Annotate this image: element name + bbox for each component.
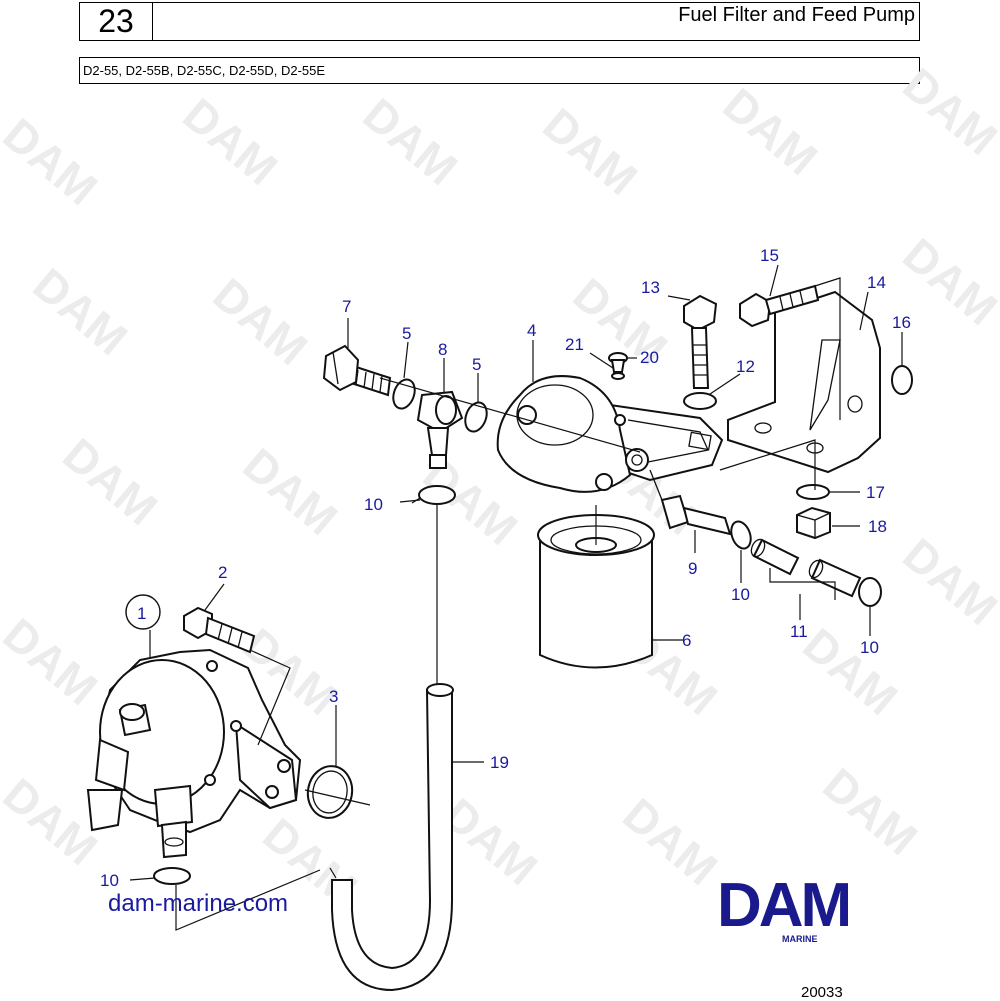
bolt-part-15: [739, 284, 820, 328]
filter-cartridge-part-6: [537, 505, 655, 669]
banjo-bolt-part-7: [322, 344, 392, 397]
feed-pump-part-1: [86, 648, 302, 859]
model-list: D2-55, D2-55B, D2-55C, D2-55D, D2-55E: [79, 57, 920, 84]
fuel-hose-part-19: [329, 505, 454, 992]
callout-10b: 10: [731, 585, 750, 604]
callout-circle: [125, 594, 161, 630]
callout-16: 16: [892, 313, 911, 332]
callout-10a: 10: [364, 495, 383, 514]
callout-10c: 10: [860, 638, 879, 657]
bracket-part-14: [727, 290, 881, 474]
callout-20: 20: [640, 348, 659, 367]
watermark-text: DAM: [204, 268, 318, 375]
callout-18: 18: [868, 517, 887, 536]
callout-10d: 10: [100, 871, 119, 890]
callout-14: 14: [867, 273, 886, 292]
watermark-text: DAM: [234, 438, 348, 545]
watermark-text: DAM: [354, 88, 468, 195]
hose-part-11: [750, 538, 862, 600]
watermark-text: DAM: [534, 98, 648, 205]
callout-1: 1: [137, 604, 146, 623]
washer-part-17: [796, 484, 830, 500]
callout-12: 12: [736, 357, 755, 376]
watermark-text: DAM: [24, 258, 138, 365]
callout-numbers: 1 2 3 4 5 5 6 7 8 9 10 10 10 10 11 12 13…: [100, 246, 911, 890]
nut-part-18: [796, 506, 831, 540]
watermark-text: DAM: [894, 58, 1000, 165]
logo-subtitle: MARINE: [782, 934, 818, 944]
callout-9: 9: [688, 559, 697, 578]
callout-4: 4: [527, 321, 536, 340]
callout-2: 2: [218, 563, 227, 582]
diagram-code: 20033: [801, 984, 843, 1001]
watermark-text: DAM: [0, 608, 107, 715]
website-link[interactable]: dam-marine.com: [108, 890, 289, 917]
callout-5a: 5: [402, 324, 411, 343]
callout-11: 11: [790, 622, 808, 641]
watermark-text: DAM: [714, 78, 828, 185]
watermark-text: DAM: [54, 428, 168, 535]
callout-3: 3: [329, 687, 338, 706]
header-box: 23 Fuel Filter and Feed Pump: [79, 2, 920, 41]
callout-19: 19: [490, 753, 509, 772]
hose-clamp-part-10: [153, 867, 191, 885]
washer-part-16: [891, 365, 913, 395]
watermark-text: DAM: [814, 758, 928, 865]
banjo-fitting-part-8: [416, 390, 464, 469]
callout-5b: 5: [472, 355, 481, 374]
page-number: 23: [80, 3, 153, 40]
callout-6: 6: [682, 631, 691, 650]
nipple-part-9: [649, 469, 732, 536]
callout-21: 21: [565, 335, 584, 354]
watermark-text: DAM: [174, 88, 288, 195]
callout-15: 15: [760, 246, 779, 265]
callout-8: 8: [438, 340, 447, 359]
o-ring-part-3: [306, 765, 354, 819]
watermark-text: DAM: [0, 108, 107, 215]
hose-clamp-part-10: [858, 577, 882, 607]
bleed-screw-part-20: [608, 352, 628, 380]
hose-clamp-part-10: [411, 485, 456, 505]
leader-lines: [129, 264, 903, 881]
watermark-text: DAM: [614, 788, 728, 895]
callout-17: 17: [866, 483, 885, 502]
watermark-text: DAM: [894, 528, 1000, 635]
watermark-text: DAM: [794, 618, 908, 725]
bolt-part-13: [683, 294, 718, 389]
filter-head-part-4: [496, 375, 724, 493]
washer-part-12: [683, 392, 717, 410]
logo-text: DAM: [717, 874, 849, 934]
callout-7: 7: [342, 297, 351, 316]
washer-part-5: [464, 401, 488, 433]
leader-line: [175, 869, 321, 931]
callout-13: 13: [641, 278, 660, 297]
hose-clamp-part-10: [730, 520, 752, 550]
bolt-part-2: [183, 606, 256, 654]
dam-logo: DAM: [717, 874, 852, 934]
o-ring-part-3: [312, 770, 348, 814]
page-title: Fuel Filter and Feed Pump: [678, 4, 915, 26]
